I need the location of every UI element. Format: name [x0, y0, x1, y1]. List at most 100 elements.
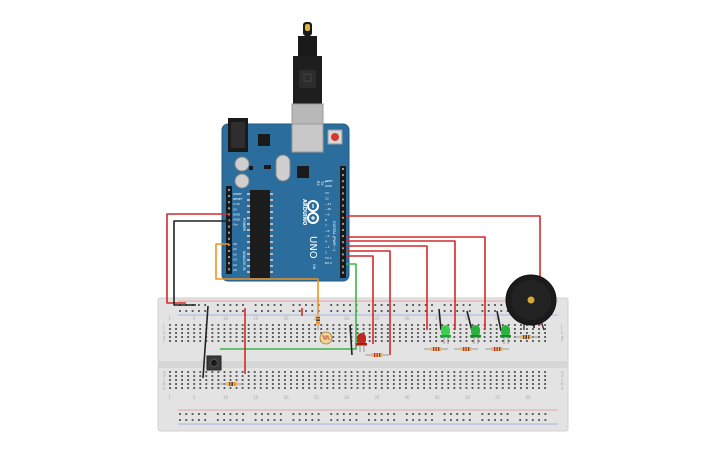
led-green	[500, 325, 511, 344]
digital-header	[340, 166, 346, 278]
analog-pin-label: A5	[233, 268, 237, 272]
wire-ground-jumper	[349, 324, 353, 356]
breadboard-column-number: 35	[374, 395, 380, 400]
analog-pin-label: A4	[233, 263, 237, 267]
breadboard-column-number: 5	[193, 395, 196, 400]
breadboard-column-number: 30	[344, 395, 350, 400]
wire-led-red	[346, 250, 391, 355]
arduino-uno: ARDUINO UNO ON L TX RX DIGITAL (PWM ~) P…	[221, 118, 350, 282]
push-button[interactable]	[206, 355, 222, 371]
breadboard-row-letter: h	[561, 330, 564, 335]
wire-button-green	[220, 263, 357, 350]
piezo-buzzer	[505, 274, 557, 331]
atmega-chip	[250, 190, 270, 278]
breadboard-column-number: 15	[253, 395, 259, 400]
arduino-logo	[307, 200, 319, 224]
power-pin-label: RESET	[233, 197, 243, 201]
power-pin-label: 3.3V	[233, 202, 241, 206]
led-red	[356, 333, 367, 352]
breadboard-row-letter: e	[561, 369, 564, 374]
digital-pin-label: 2	[325, 250, 327, 254]
breadboard-column-number: 10	[223, 395, 229, 400]
digital-pin-label: 4	[325, 240, 327, 244]
resistors	[220, 310, 538, 386]
breadboard-row-letter: d	[163, 373, 166, 378]
digital-pin-label: ~5	[325, 234, 330, 238]
wire-led-red	[346, 236, 486, 330]
breadboard-column-number: 20	[283, 395, 289, 400]
breadboard-column-number: 40	[404, 395, 410, 400]
breadboard-row-letter: g	[163, 334, 166, 339]
digital-pin-label: RX 0	[325, 261, 332, 265]
digital-pin-label: 12	[325, 196, 329, 200]
breadboard-column-number: 50	[465, 316, 471, 321]
breadboard-column-number: 25	[314, 395, 320, 400]
power-pin-label: Vin	[233, 223, 238, 227]
breadboard-column-number: 45	[435, 395, 441, 400]
usb-port	[291, 123, 324, 153]
digital-pin-label: 13	[325, 191, 329, 195]
breadboard-column-number: 45	[435, 316, 441, 321]
breadboard-row-letter: a	[561, 385, 564, 390]
breadboard-row-letter: j	[560, 322, 562, 327]
resistor-led-green	[485, 347, 509, 351]
resistor-button	[220, 382, 244, 386]
rx-label: RX	[316, 181, 320, 186]
breadboard-row-letter: c	[561, 377, 563, 382]
breadboard-column-number: 40	[404, 316, 410, 321]
breadboard-row-letter: a	[163, 385, 166, 390]
breadboard-row-letter: c	[163, 377, 165, 382]
crystal	[275, 154, 291, 182]
wire-ground-jumper	[466, 310, 473, 332]
breadboard-column-number: 60	[525, 395, 531, 400]
digital-pin-label: ~11	[325, 202, 331, 206]
power-analog-header	[226, 186, 232, 274]
power-pin-label: GND	[233, 218, 241, 222]
wire-ground-jumper	[496, 310, 502, 332]
breadboard-row-letter: d	[561, 373, 564, 378]
breadboard: 1155101015152020252530303535404045455050…	[157, 297, 569, 432]
breadboard-column-number: 1	[169, 316, 172, 321]
l-label: L	[324, 181, 328, 183]
led-green	[440, 325, 451, 344]
wire-led-red	[346, 240, 456, 330]
breadboard-row-letter: h	[163, 330, 166, 335]
digital-pin-label: ~10	[325, 207, 331, 211]
wire-led-red	[346, 245, 428, 330]
breadboard-column-number: 30	[344, 316, 350, 321]
breadboard-column-number: 10	[223, 316, 229, 321]
power-rails	[178, 300, 558, 425]
wire-gnd-black	[173, 220, 229, 306]
breadboard-column-number: 20	[283, 316, 289, 321]
breadboard-row-letter: i	[163, 326, 164, 331]
breadboard-row-letter: b	[163, 381, 166, 386]
digital-pin-label: 8	[325, 218, 327, 222]
arduino-brand-label: ARDUINO	[301, 199, 307, 225]
digital-pin-label: 7	[325, 223, 327, 227]
digital-pin-label: TX 1	[324, 256, 332, 260]
power-label: POWER	[242, 218, 246, 232]
analog-in-label: ANALOG IN	[242, 251, 246, 271]
digital-pin-label: ~3	[325, 245, 330, 249]
gnd-pin-label: GND	[325, 184, 333, 188]
capacitor	[234, 173, 250, 189]
led-green	[470, 325, 481, 344]
wire-a0-orange	[215, 243, 319, 318]
digital-pwm-label: DIGITAL (PWM ~)	[332, 221, 336, 252]
resistor-led-green	[424, 347, 448, 351]
breadboard-row-letter: j	[162, 322, 164, 327]
analog-pin-label: A0	[233, 242, 237, 246]
breadboard-row-letter: f	[561, 338, 563, 343]
breadboard-column-number: 5	[193, 316, 196, 321]
on-label: ON	[312, 264, 316, 270]
analog-pin-label: A3	[233, 258, 237, 262]
capacitor	[234, 156, 250, 172]
voltage-regulator	[258, 134, 270, 146]
resistor-led-green	[454, 347, 478, 351]
wire-ground-jumper	[438, 308, 442, 331]
wire-5v-red	[166, 213, 229, 304]
breadboard-column-number: 15	[253, 316, 259, 321]
resistor-buzzer	[514, 335, 538, 339]
arduino-model-label: UNO	[307, 236, 318, 259]
breadboard-column-number: 1	[169, 395, 172, 400]
